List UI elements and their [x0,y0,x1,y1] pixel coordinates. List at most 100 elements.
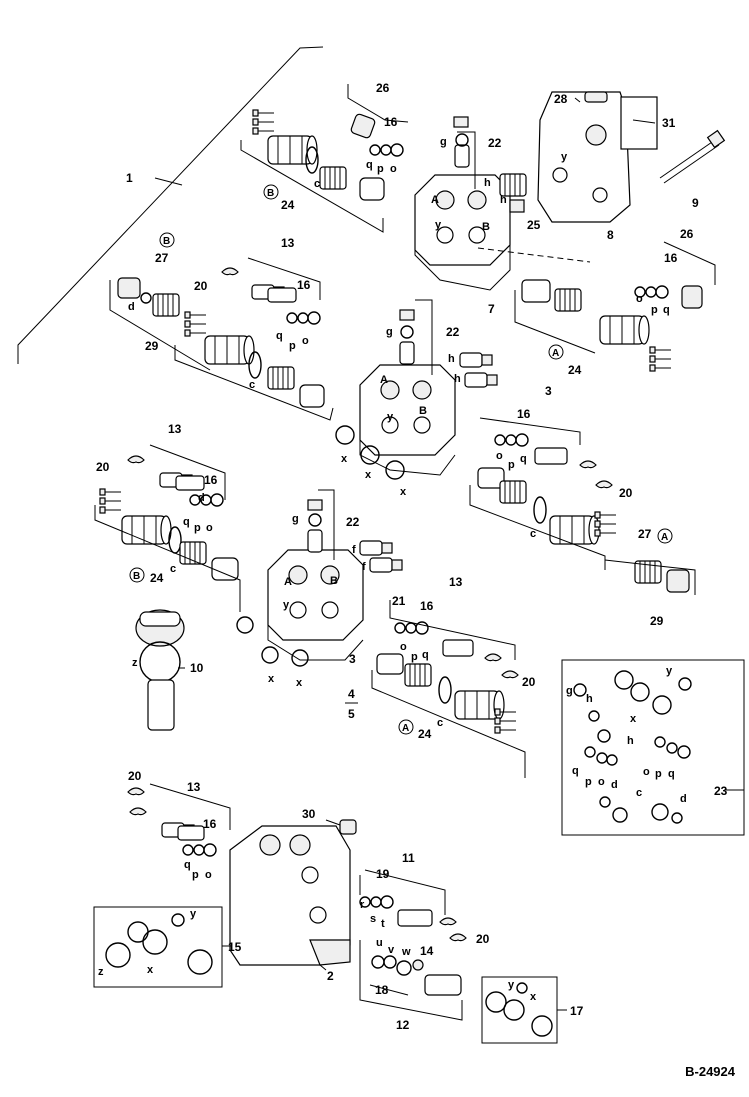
callout-29b: 29 [650,614,664,628]
callout-9: 9 [692,196,699,210]
circled-b-label: B [163,236,170,247]
letter-w: w [401,946,411,958]
callout-23: 23 [714,784,728,798]
letter-h: h [500,194,507,206]
letter-y: y [435,219,442,231]
callout-31: 31 [662,116,676,130]
letter-q: q [663,304,670,316]
letter-x: x [400,486,407,498]
port-b-label: B [419,405,427,417]
callout-13d: 13 [187,780,201,794]
letter-t: t [381,918,385,930]
letter-c: c [437,717,443,729]
callout-27: 27 [155,251,169,265]
callout-1: 1 [126,171,133,185]
letter-o: o [390,163,397,175]
letter-v: v [388,944,395,956]
letter-y: y [283,599,290,611]
letter-s: s [370,913,376,925]
callout-24d: 24 [418,727,432,741]
letter-y: y [190,908,197,920]
callout-20: 20 [194,279,208,293]
kit-letter-g: g [566,685,573,697]
callout-19: 19 [376,867,390,881]
letter-z: z [132,657,138,669]
letter-h: h [454,373,461,385]
letter-q: q [520,453,527,465]
kit-letter-p: p [655,768,662,780]
callout-26b: 26 [680,227,694,241]
callout-13: 13 [281,236,295,250]
letter-q: q [184,859,191,871]
callout-13c: 13 [449,575,463,589]
callout-29: 29 [145,339,159,353]
port-a-label: A [380,374,388,386]
port-b-label: B [330,575,338,587]
letter-q: q [183,516,190,528]
letter-x: x [268,673,275,685]
callout-16d: 16 [517,407,531,421]
callout-22: 22 [488,136,502,150]
letter-x: x [147,964,154,976]
callout-2: 2 [327,969,334,983]
callout-20b: 20 [619,486,633,500]
letter-g: g [292,513,299,525]
letter-p: p [411,651,418,663]
port-a-label: A [284,576,292,588]
letter-y: y [508,979,515,991]
letter-f: f [362,561,366,573]
kit-letter-q: q [572,765,579,777]
callout-10: 10 [190,661,204,675]
letter-o: o [636,293,643,305]
circled-a-label: A [661,532,668,543]
letter-u: u [376,937,383,949]
callout-18: 18 [375,983,389,997]
callout-16b: 16 [664,251,678,265]
letter-r: r [360,899,365,911]
letter-p: p [651,304,658,316]
letter-c: c [170,563,176,575]
callout-3: 3 [545,384,552,398]
callout-16f: 16 [420,599,434,613]
letter-y: y [561,151,568,163]
letter-p: p [194,522,201,534]
letter-d: d [128,301,135,313]
letter-g: g [440,136,447,148]
callout-20e: 20 [128,769,142,783]
letter-x: x [341,453,348,465]
letter-c: c [314,178,320,190]
kit-letter-o: o [598,776,605,788]
callout-7: 7 [488,302,495,316]
kit-letter-p: p [585,776,592,788]
kit-letter-h: h [586,693,593,705]
letter-q: q [366,159,373,171]
letter-x: x [530,991,537,1003]
circled-a-label: A [402,723,409,734]
callout-30: 30 [302,807,316,821]
callout-16c: 16 [297,278,311,292]
kit-letter-d: d [680,793,687,805]
callout-16g: 16 [203,817,217,831]
letter-q: q [276,330,283,342]
callout-20f: 20 [476,932,490,946]
callout-24c: 24 [150,571,164,585]
letter-g: g [386,326,393,338]
circled-b-label: B [267,188,274,199]
callout-20d: 20 [522,675,536,689]
letter-z: z [98,966,104,978]
callout-13b: 13 [168,422,182,436]
kit-letter-c: c [636,787,642,799]
letter-p: p [192,869,199,881]
letter-x: x [296,677,303,689]
callout-22b: 22 [446,325,460,339]
letter-q: q [422,649,429,661]
letter-c: c [249,379,255,391]
drawing-id: B-24924 [685,1064,735,1079]
callout-22c: 22 [346,515,360,529]
callout-28: 28 [554,92,568,106]
callout-8: 8 [607,228,614,242]
letter-f: f [352,544,356,556]
callout-11: 11 [402,851,415,865]
letter-o: o [496,450,503,462]
